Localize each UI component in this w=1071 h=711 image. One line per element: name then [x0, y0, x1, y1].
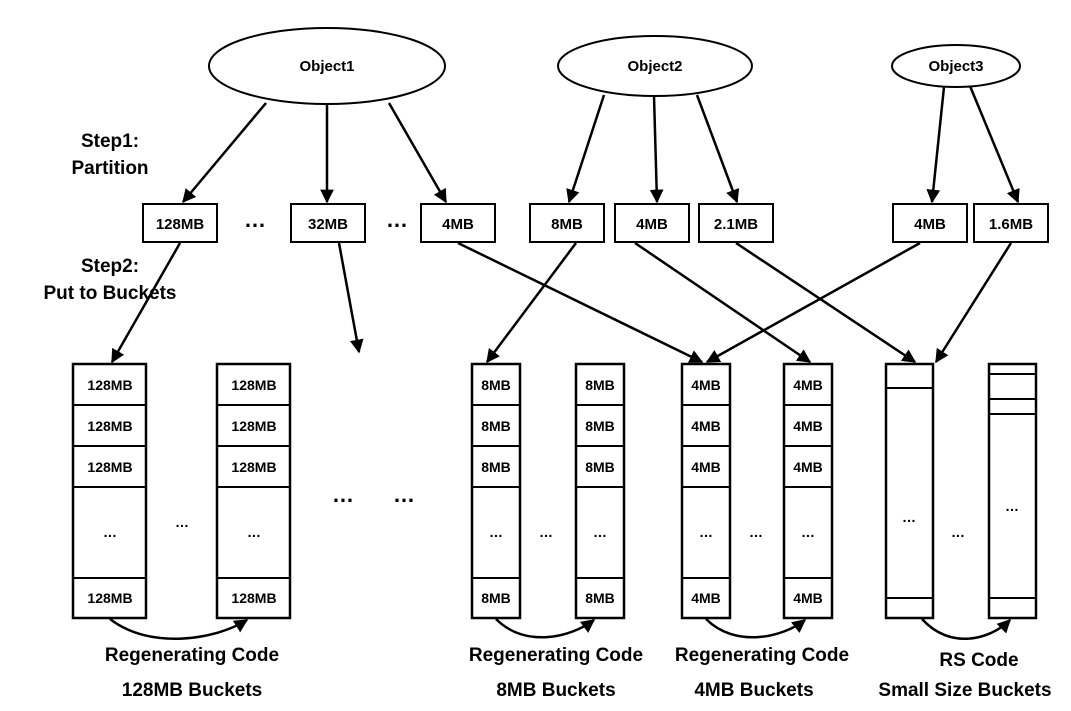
bucket-cell: 128MB	[87, 418, 132, 434]
bucket-cell: 128MB	[231, 590, 276, 606]
svg-text:4MB: 4MB	[914, 216, 946, 233]
partition-o3-4mb: 4MB	[892, 203, 968, 243]
bucket-4mb-b: 4MB 4MB 4MB … 4MB	[782, 362, 834, 620]
caption-8-line1: Regenerating Code	[469, 645, 643, 666]
bucket-cell: 8MB	[585, 459, 615, 475]
bucket-cell: 4MB	[691, 418, 721, 434]
bucket-cell: 8MB	[481, 459, 511, 475]
caption-rs-line1: RS Code	[939, 650, 1018, 671]
object3-node: Object3	[891, 44, 1021, 88]
bucket-gap-ellipsis: …	[749, 524, 763, 540]
middle-ellipsis: …	[393, 482, 415, 507]
step1-subtitle: Partition	[71, 158, 148, 179]
bucket-cell: 4MB	[691, 459, 721, 475]
bucket-ellipsis: …	[489, 524, 503, 540]
svg-text:32MB: 32MB	[308, 216, 348, 233]
step2-title: Step2:	[81, 256, 139, 277]
bucket-cell: 4MB	[691, 377, 721, 393]
bucket-ellipsis: …	[801, 524, 815, 540]
caption-4-line1: Regenerating Code	[675, 645, 849, 666]
partition-o1-32mb: 32MB	[290, 203, 366, 243]
bucket-ellipsis: …	[247, 524, 261, 540]
svg-text:4MB: 4MB	[442, 216, 474, 233]
bucket-cell: 8MB	[481, 590, 511, 606]
bucket-ellipsis: …	[902, 509, 916, 525]
bucket-cell: 4MB	[793, 377, 823, 393]
object3-label: Object3	[928, 58, 983, 75]
bucket-cell: 8MB	[585, 418, 615, 434]
partition-o3-1.6mb: 1.6MB	[973, 203, 1049, 243]
caption-4-line2: 4MB Buckets	[694, 680, 813, 701]
bucket-cell: 4MB	[793, 418, 823, 434]
partition-ellipsis: …	[386, 207, 408, 232]
bucket-cell: 128MB	[87, 377, 132, 393]
bucket-cell: 128MB	[87, 590, 132, 606]
step2-subtitle: Put to Buckets	[43, 283, 176, 304]
bucket-cell: 4MB	[691, 590, 721, 606]
caption-8-line2: 8MB Buckets	[496, 680, 615, 701]
bucket-8mb-a: 8MB 8MB 8MB … 8MB	[470, 362, 522, 620]
svg-text:2.1MB: 2.1MB	[714, 216, 758, 233]
bucket-cell: 4MB	[793, 590, 823, 606]
object2-label: Object2	[627, 58, 682, 75]
bucket-cell: 8MB	[481, 377, 511, 393]
bucket-128mb-b: 128MB 128MB 128MB … 128MB	[215, 362, 292, 620]
partition-o1-4mb: 4MB	[420, 203, 496, 243]
step1-title: Step1:	[81, 131, 139, 152]
bucket-gap-ellipsis: …	[951, 524, 965, 540]
object1-node: Object1	[208, 27, 446, 105]
object2-node: Object2	[557, 35, 753, 97]
bucket-cell: 8MB	[481, 418, 511, 434]
caption-rs-line2: Small Size Buckets	[878, 680, 1051, 701]
svg-text:128MB: 128MB	[156, 216, 205, 233]
bucket-cell: 8MB	[585, 377, 615, 393]
svg-text:1.6MB: 1.6MB	[989, 216, 1033, 233]
bucket-gap-ellipsis: …	[539, 524, 553, 540]
partition-o2-2.1mb: 2.1MB	[698, 203, 774, 243]
partition-arrows	[182, 85, 1020, 204]
object1-label: Object1	[299, 58, 354, 75]
middle-ellipsis: …	[332, 482, 354, 507]
bucket-8mb-b: 8MB 8MB 8MB … 8MB	[574, 362, 626, 620]
svg-text:8MB: 8MB	[551, 216, 583, 233]
bucket-ellipsis: …	[699, 524, 713, 540]
partition-o1-128mb: 128MB	[142, 203, 218, 243]
partition-ellipsis: …	[244, 207, 266, 232]
bucket-cell: 4MB	[793, 459, 823, 475]
caption-128-line2: 128MB Buckets	[122, 680, 262, 701]
bucket-gap-ellipsis: …	[175, 514, 189, 530]
bucket-rs-a: …	[884, 362, 935, 620]
bucket-128mb-a: 128MB 128MB 128MB … 128MB	[71, 362, 148, 620]
bucket-cell: 128MB	[231, 459, 276, 475]
bucket-cell: 128MB	[87, 459, 132, 475]
bucket-cell: 128MB	[231, 377, 276, 393]
bucket-arrows	[110, 241, 1013, 364]
bucket-cell: 8MB	[585, 590, 615, 606]
partition-o2-8mb: 8MB	[529, 203, 605, 243]
coding-arrows	[109, 618, 1011, 641]
bucket-ellipsis: …	[103, 524, 117, 540]
caption-128-line1: Regenerating Code	[105, 645, 279, 666]
bucket-ellipsis: …	[593, 524, 607, 540]
bucket-rs-b: …	[987, 362, 1038, 620]
bucket-ellipsis: …	[1005, 498, 1019, 514]
bucket-4mb-a: 4MB 4MB 4MB … 4MB	[680, 362, 732, 620]
bucket-cell: 128MB	[231, 418, 276, 434]
partition-o2-4mb: 4MB	[614, 203, 690, 243]
svg-text:4MB: 4MB	[636, 216, 668, 233]
